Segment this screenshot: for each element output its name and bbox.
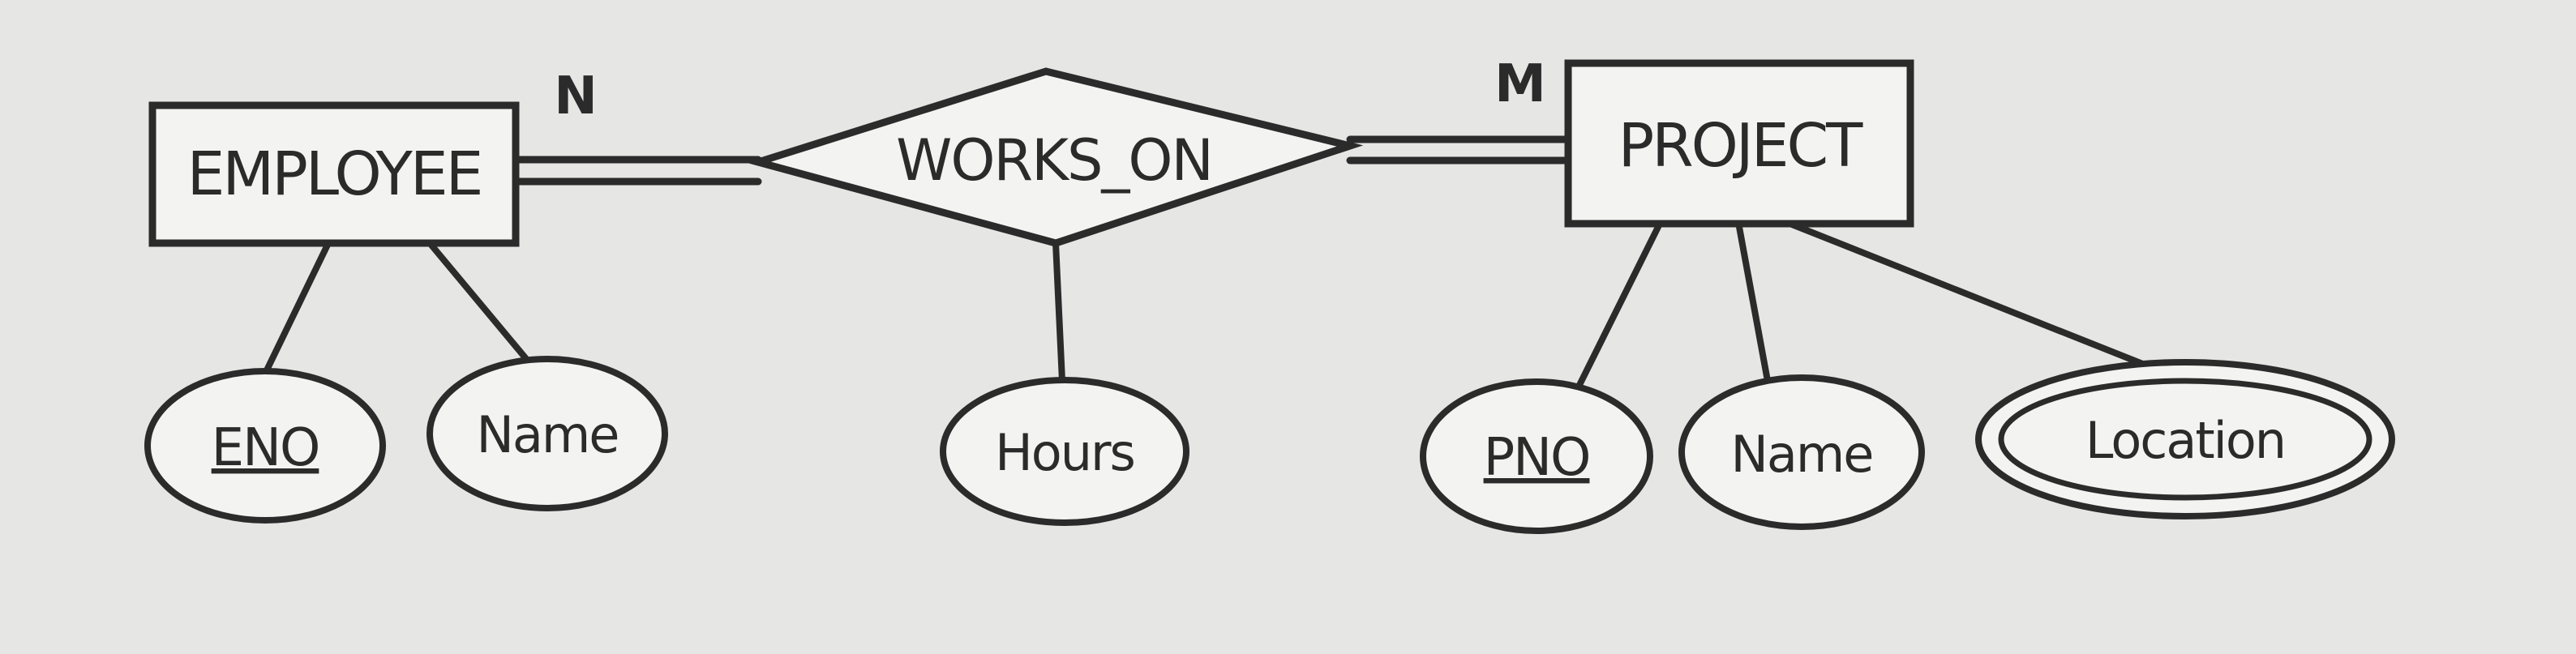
employee-name-connector [426,240,534,368]
attribute-pno-label: PNO [1484,428,1590,488]
project-name-connector [1736,224,1771,384]
works-on-project-connector [1346,135,1572,165]
employee-works-on-connector [512,156,762,186]
employee-entity-label: EMPLOYEE [187,139,482,209]
works-on-label: WORKS_ON [896,127,1212,194]
attribute-eno[interactable]: ENO [144,368,386,524]
cardinality-m: M [1494,54,1546,114]
attribute-pno[interactable]: PNO [1420,378,1653,534]
attribute-hours-label: Hours [995,423,1134,482]
eno-connector [260,240,332,380]
hours-connector [1052,240,1065,384]
project-entity[interactable]: PROJECT [1564,59,1914,228]
cardinality-n: N [554,66,598,126]
pno-connector [1576,224,1661,388]
attribute-hours[interactable]: Hours [940,377,1189,526]
attribute-location-label: Location [2085,411,2285,470]
attribute-employee-name[interactable]: Name [426,356,668,511]
attribute-project-name[interactable]: Name [1678,374,1925,530]
attribute-eno-label: ENO [212,418,319,478]
employee-entity[interactable]: EMPLOYEE [148,101,520,247]
project-entity-label: PROJECT [1618,111,1864,181]
attribute-employee-name-label: Name [477,405,619,464]
attribute-project-name-label: Name [1731,425,1873,484]
attribute-location-multivalued[interactable]: Location [1975,359,2395,519]
location-connector [1785,220,2148,368]
works-on-relationship[interactable]: WORKS_ON [745,67,1364,247]
